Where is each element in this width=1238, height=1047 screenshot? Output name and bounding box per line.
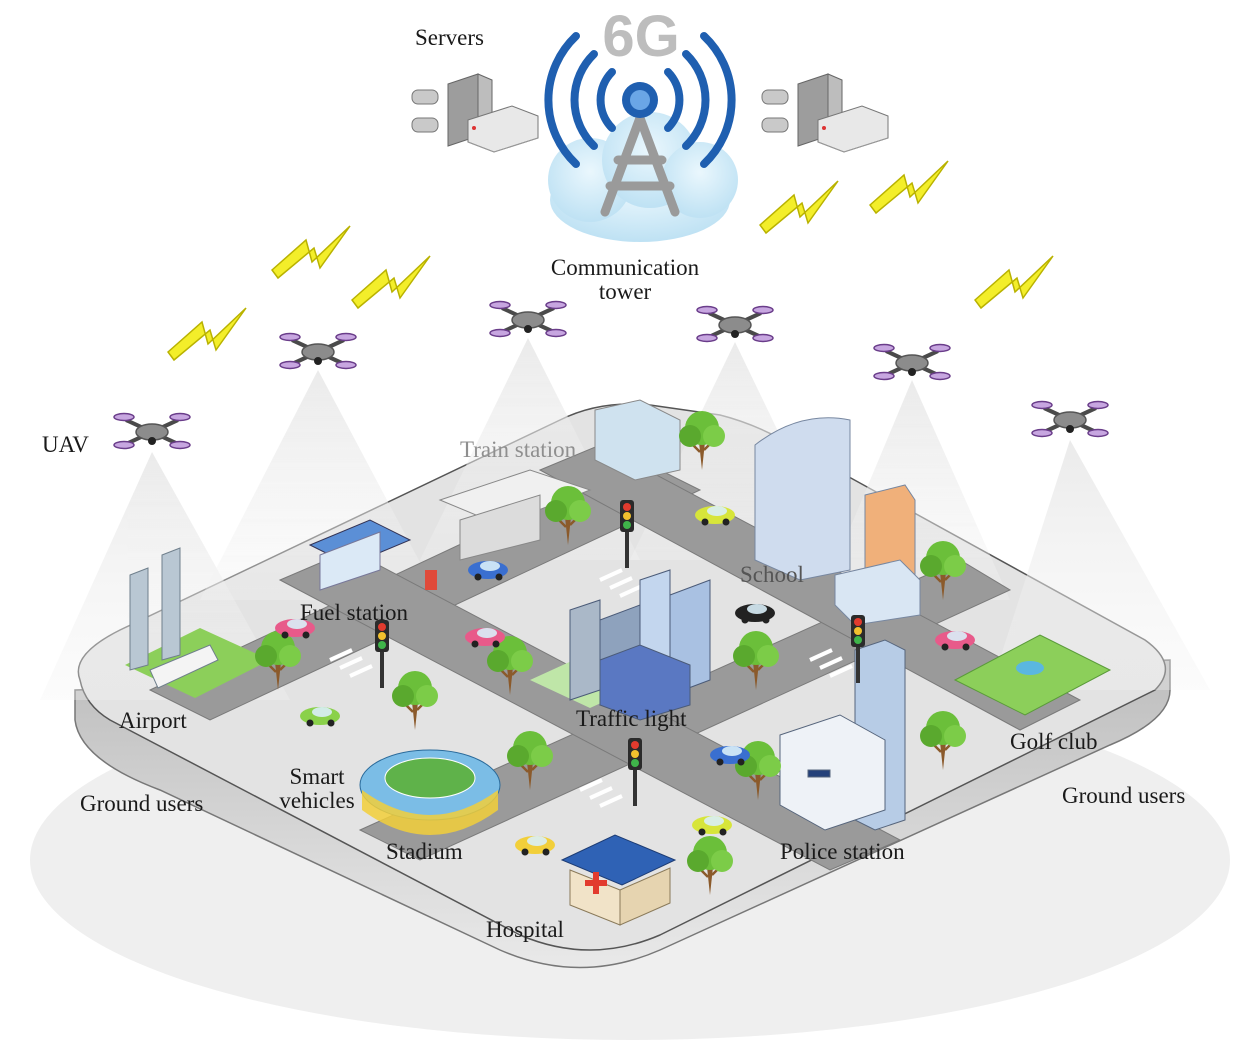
communication-tower-icon — [600, 113, 680, 217]
traffic-light-label: Traffic light — [576, 706, 687, 731]
communication-tower-label-line2: tower — [598, 279, 652, 305]
smart-vehicles-label-line1: Smart — [289, 764, 345, 789]
server-icon-right — [761, 73, 889, 153]
crosswalks — [329, 568, 853, 808]
fuel-station-label: Fuel station — [300, 600, 408, 625]
airport-towers — [129, 547, 219, 689]
smart-vehicles-label: Smart vehicles — [262, 764, 372, 814]
school-buildings — [754, 417, 921, 626]
golf-course — [953, 634, 1112, 716]
school-label: School — [740, 562, 804, 587]
ground-users-right-label: Ground users — [1062, 783, 1186, 808]
police-station-building — [779, 639, 906, 831]
hospital-building — [560, 834, 677, 926]
smart-vehicles-label-line2: vehicles — [279, 788, 355, 814]
communication-tower-label-line1: Communication — [550, 255, 700, 280]
servers-label: Servers — [415, 25, 484, 50]
central-buildings — [569, 569, 711, 721]
golf-club-label: Golf club — [1010, 729, 1098, 754]
train-station-building — [438, 399, 681, 561]
hospital-label: Hospital — [486, 917, 564, 942]
stadium-label: Stadium — [386, 839, 463, 864]
communication-tower-label: Communication tower — [530, 255, 720, 305]
fuel-station-building — [308, 519, 437, 591]
ground-users-left-label: Ground users — [80, 791, 204, 816]
six-g-logo: 6G — [602, 4, 679, 69]
signal-waves-icon — [544, 32, 736, 168]
train-station-label: Train station — [460, 437, 577, 462]
server-icon-left — [411, 73, 539, 153]
police-station-label: Police station — [780, 839, 905, 864]
airport-label: Airport — [119, 708, 187, 733]
uav-label: UAV — [42, 432, 89, 457]
stadium-building — [359, 749, 501, 835]
